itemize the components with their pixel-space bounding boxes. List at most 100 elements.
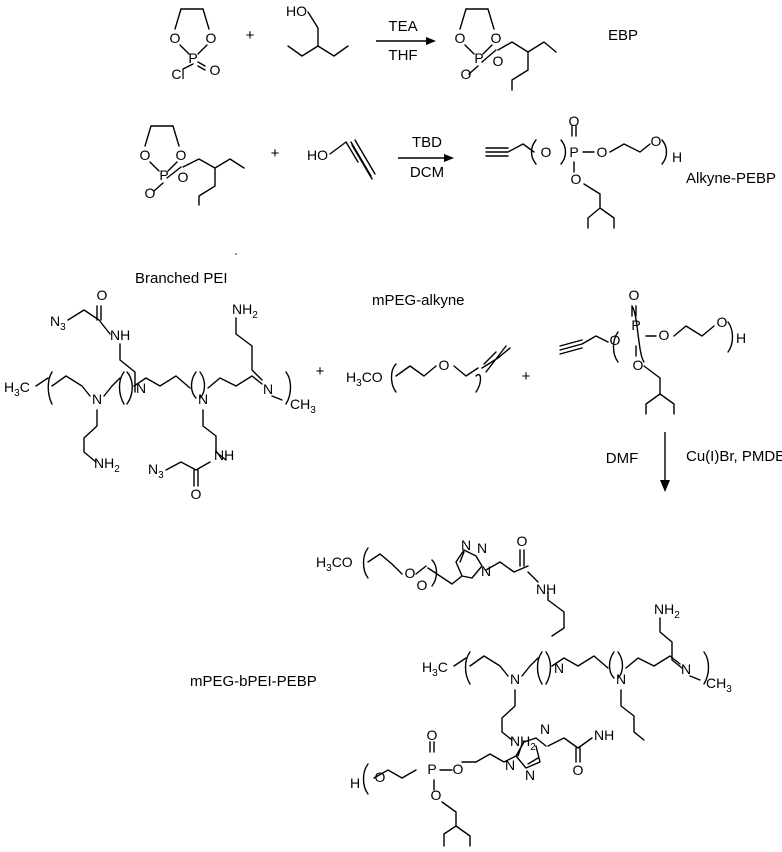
atom-nh2: NH2 bbox=[510, 733, 536, 753]
atom-o: O bbox=[659, 327, 670, 343]
propargyl-alcohol-structure: HO bbox=[307, 139, 376, 180]
atom-p: P bbox=[159, 167, 168, 183]
atom-o: O bbox=[569, 113, 580, 129]
atom-n: N bbox=[198, 391, 208, 407]
atom-o: O bbox=[610, 332, 621, 348]
atom-o: O bbox=[97, 287, 108, 303]
atom-o: O bbox=[439, 357, 450, 373]
atom-n: N bbox=[263, 381, 273, 397]
atom-h3c: H3C bbox=[422, 659, 448, 679]
atom-o: O bbox=[571, 171, 582, 187]
reaction-arrow-2: TBD DCM bbox=[398, 134, 454, 181]
atom-n: N bbox=[554, 660, 564, 676]
atom-o: O bbox=[491, 30, 502, 46]
atom-n3: N3 bbox=[148, 461, 164, 481]
atom-o: O bbox=[431, 787, 442, 803]
solvent-thf: THF bbox=[388, 47, 417, 64]
ethylbutanol-structure: HO bbox=[286, 3, 349, 57]
atom-nh2: NH2 bbox=[94, 455, 120, 475]
atom-h3co: H3CO bbox=[316, 554, 353, 574]
product-label-mpeg-bpei-pebp: mPEG-bPEI-PEBP bbox=[190, 673, 317, 690]
atom-n: N bbox=[681, 661, 691, 677]
atom-o: O bbox=[455, 30, 466, 46]
atom-ch3: CH3 bbox=[290, 396, 316, 416]
atom-o: O bbox=[210, 62, 221, 78]
atom-nh2: NH2 bbox=[232, 301, 258, 321]
atom-p: P bbox=[188, 50, 197, 66]
plus-sign: + bbox=[246, 27, 255, 44]
atom-o: O bbox=[145, 185, 156, 201]
atom-h: H bbox=[350, 775, 360, 791]
step-2: O O P O O + HO TBD DCM O P O O O O H Alk… bbox=[140, 113, 776, 229]
atom-o: O bbox=[206, 30, 217, 46]
atom-ho: HO bbox=[307, 147, 328, 163]
atom-o: O bbox=[178, 169, 189, 185]
plus-sign: + bbox=[271, 145, 280, 162]
atom-h: H bbox=[672, 149, 682, 165]
plus-sign-2: + bbox=[522, 368, 531, 385]
atom-n: N bbox=[505, 757, 515, 773]
atom-o: O bbox=[176, 147, 187, 163]
atom-nh: NH bbox=[110, 327, 130, 343]
reagent-tbd: TBD bbox=[412, 134, 442, 151]
ebp-structure: O O P O O bbox=[455, 8, 557, 91]
atom-h3co: H3CO bbox=[346, 369, 383, 389]
atom-o: O bbox=[517, 533, 528, 549]
atom-o: O bbox=[453, 761, 464, 777]
atom-n: N bbox=[540, 721, 550, 737]
atom-o: O bbox=[573, 762, 584, 778]
atom-nh2: NH2 bbox=[654, 601, 680, 621]
ebp-reactant-structure: O O P O O bbox=[140, 125, 245, 206]
atom-n: N bbox=[461, 537, 471, 553]
reaction-arrow-1: TEA THF bbox=[376, 18, 436, 64]
atom-p: P bbox=[569, 144, 578, 160]
atom-o: O bbox=[191, 486, 202, 502]
atom-o: O bbox=[417, 577, 428, 593]
atom-nh: NH bbox=[536, 581, 556, 597]
solvent-dcm: DCM bbox=[410, 164, 444, 181]
product-label-ebp: EBP bbox=[608, 27, 638, 44]
atom-o: O bbox=[633, 357, 644, 373]
label-branched-pei: Branched PEI bbox=[135, 270, 228, 287]
atom-o: O bbox=[493, 53, 504, 69]
atom-o: O bbox=[375, 769, 386, 785]
atom-o: O bbox=[597, 144, 608, 160]
catalyst-cubr-pmdeta: Cu(I)Br, PMDETA bbox=[686, 448, 782, 465]
atom-n: N bbox=[616, 671, 626, 687]
reagent-tea: TEA bbox=[388, 18, 417, 35]
atom-p: P bbox=[474, 50, 483, 66]
atom-ch3: CH3 bbox=[706, 675, 732, 695]
atom-n3: N3 bbox=[50, 313, 66, 333]
atom-n: N bbox=[477, 540, 487, 556]
atom-h3c: H3C bbox=[4, 379, 30, 399]
chlorophospholane-structure: O O P O Cl bbox=[170, 8, 221, 82]
atom-n: N bbox=[510, 671, 520, 687]
branched-pei-structure: N3 O NH NH2 H3C N N N N CH3 NH2 NH N3 O bbox=[4, 253, 316, 502]
solvent-dmf: DMF bbox=[606, 450, 639, 467]
plus-sign-1: + bbox=[316, 363, 325, 380]
atom-p: P bbox=[427, 761, 436, 777]
atom-o: O bbox=[170, 30, 181, 46]
label-mpeg-alkyne: mPEG-alkyne bbox=[372, 292, 465, 309]
atom-nh: NH bbox=[594, 727, 614, 743]
step-1: O O P O Cl + HO TEA THF O O P O O EBP bbox=[170, 3, 638, 91]
product-label-alkyne-pebp: Alkyne-PEBP bbox=[686, 170, 776, 187]
mpeg-alkyne-structure: H3CO O bbox=[346, 345, 511, 393]
atom-o: O bbox=[541, 144, 552, 160]
atom-nh: NH bbox=[214, 447, 234, 463]
step-3: Branched PEI mPEG-alkyne N3 O NH NH2 H3C… bbox=[4, 253, 782, 690]
atom-n: N bbox=[92, 391, 102, 407]
atom-o: O bbox=[717, 314, 728, 330]
atom-o: O bbox=[651, 133, 662, 149]
atom-o: O bbox=[140, 147, 151, 163]
atom-o: O bbox=[427, 727, 438, 743]
product-structure: H3CO O O N N N O NH NH2 H3C N N N N CH3 … bbox=[316, 533, 732, 847]
atom-p: P bbox=[631, 317, 640, 333]
atom-n: N bbox=[525, 767, 535, 783]
atom-n: N bbox=[136, 380, 146, 396]
atom-cl: Cl bbox=[171, 66, 184, 82]
atom-o: O bbox=[629, 287, 640, 303]
alkyne-pebp-reactant-structure: O O P O O O H bbox=[559, 287, 746, 415]
atom-n: N bbox=[481, 563, 491, 579]
